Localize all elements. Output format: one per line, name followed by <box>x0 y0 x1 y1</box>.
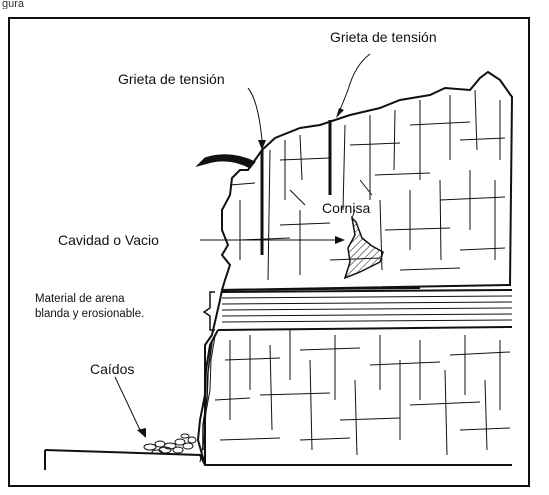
label-tension-crack-right: Grieta de tensión <box>330 29 437 45</box>
toppling-arrow <box>195 154 256 169</box>
lower-block-joints <box>214 330 511 456</box>
label-fallen-debris: Caídos <box>90 361 134 377</box>
leader-overhang <box>351 209 356 219</box>
upper-block-base <box>221 287 421 291</box>
label-soft-layer-line2: blanda y erosionable. <box>35 308 144 320</box>
arrow-tension-right <box>336 108 344 118</box>
soft-layer-bracket <box>202 291 215 331</box>
figure-caption-label: gura <box>2 0 25 9</box>
label-cavity: Cavidad o Vacio <box>58 232 159 248</box>
rock-mass-outline <box>204 70 514 465</box>
leader-lines <box>114 53 371 431</box>
leader-tension-right <box>339 53 371 111</box>
label-tension-crack-left: Grieta de tensión <box>118 71 225 87</box>
label-overhang: Cornisa <box>322 200 370 216</box>
leader-debris <box>114 376 141 431</box>
cliff-outer-edge <box>199 335 216 463</box>
arrow-cavity <box>335 236 345 244</box>
soft-sand-layer <box>217 289 513 331</box>
label-soft-layer-line1: Material de arena <box>35 293 125 305</box>
arrow-tension-left <box>258 140 266 150</box>
leader-tension-left <box>247 87 263 141</box>
lower-rock-face-inner <box>202 341 213 450</box>
ground-line <box>44 449 512 466</box>
lower-rock-face <box>196 329 219 466</box>
fallen-debris-pile <box>143 433 197 455</box>
figure-caption-strip: gura <box>0 0 549 20</box>
cavity-shape <box>343 215 384 280</box>
figure-caption: gura <box>0 0 24 9</box>
arrow-debris <box>137 428 146 438</box>
diagram-frame <box>8 17 530 487</box>
